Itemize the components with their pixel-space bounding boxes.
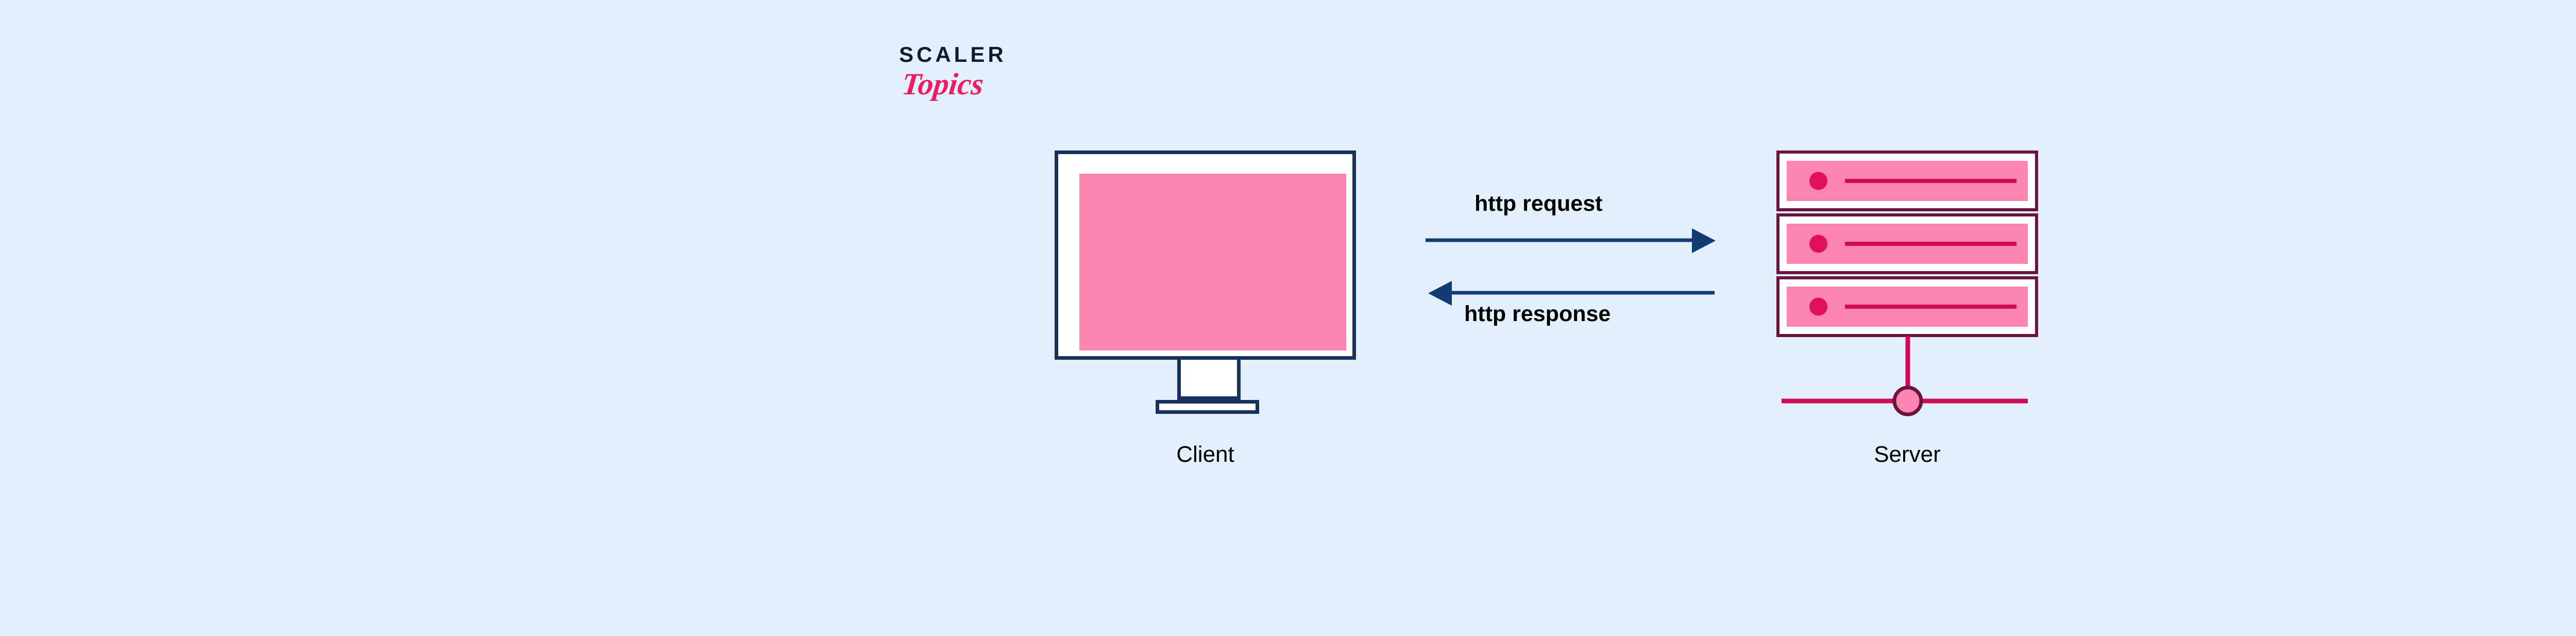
rack-unit [1776, 276, 2038, 337]
rack-slot-line [1845, 242, 2016, 246]
status-led-icon [1809, 235, 1827, 253]
http-request-label: http request [1475, 191, 1603, 216]
monitor-screen [1079, 174, 1346, 350]
client-label: Client [1176, 442, 1234, 467]
server-node: Server [1776, 150, 2065, 480]
rack-slot-line [1845, 305, 2016, 309]
rack-slot-line [1845, 179, 2016, 183]
logo-wordmark-scaler: SCALER [899, 42, 1007, 66]
monitor-base [1156, 400, 1259, 414]
scaler-topics-logo: SCALER Topics [899, 44, 1064, 121]
rack-unit [1776, 150, 2038, 211]
http-response-label: http response [1464, 302, 1611, 326]
rack-band [1787, 287, 2028, 327]
rack-band [1787, 161, 2028, 201]
logo-wordmark-topics: Topics [900, 67, 986, 101]
status-led-icon [1809, 297, 1827, 316]
client-node: Client [1055, 150, 1364, 480]
http-request-arrow [1426, 228, 1716, 253]
rack-band [1787, 224, 2028, 264]
arrow-group: http request http response [1417, 180, 1726, 345]
arrow-lines [1426, 228, 1716, 306]
connector-node-icon [1892, 386, 1923, 416]
http-response-arrow [1428, 281, 1715, 306]
server-network-connector [1782, 336, 2028, 416]
server-label: Server [1874, 442, 1941, 467]
monitor-neck [1177, 360, 1241, 400]
status-led-icon [1809, 172, 1827, 190]
monitor-frame-icon [1055, 150, 1356, 360]
rack-unit [1776, 213, 2038, 274]
